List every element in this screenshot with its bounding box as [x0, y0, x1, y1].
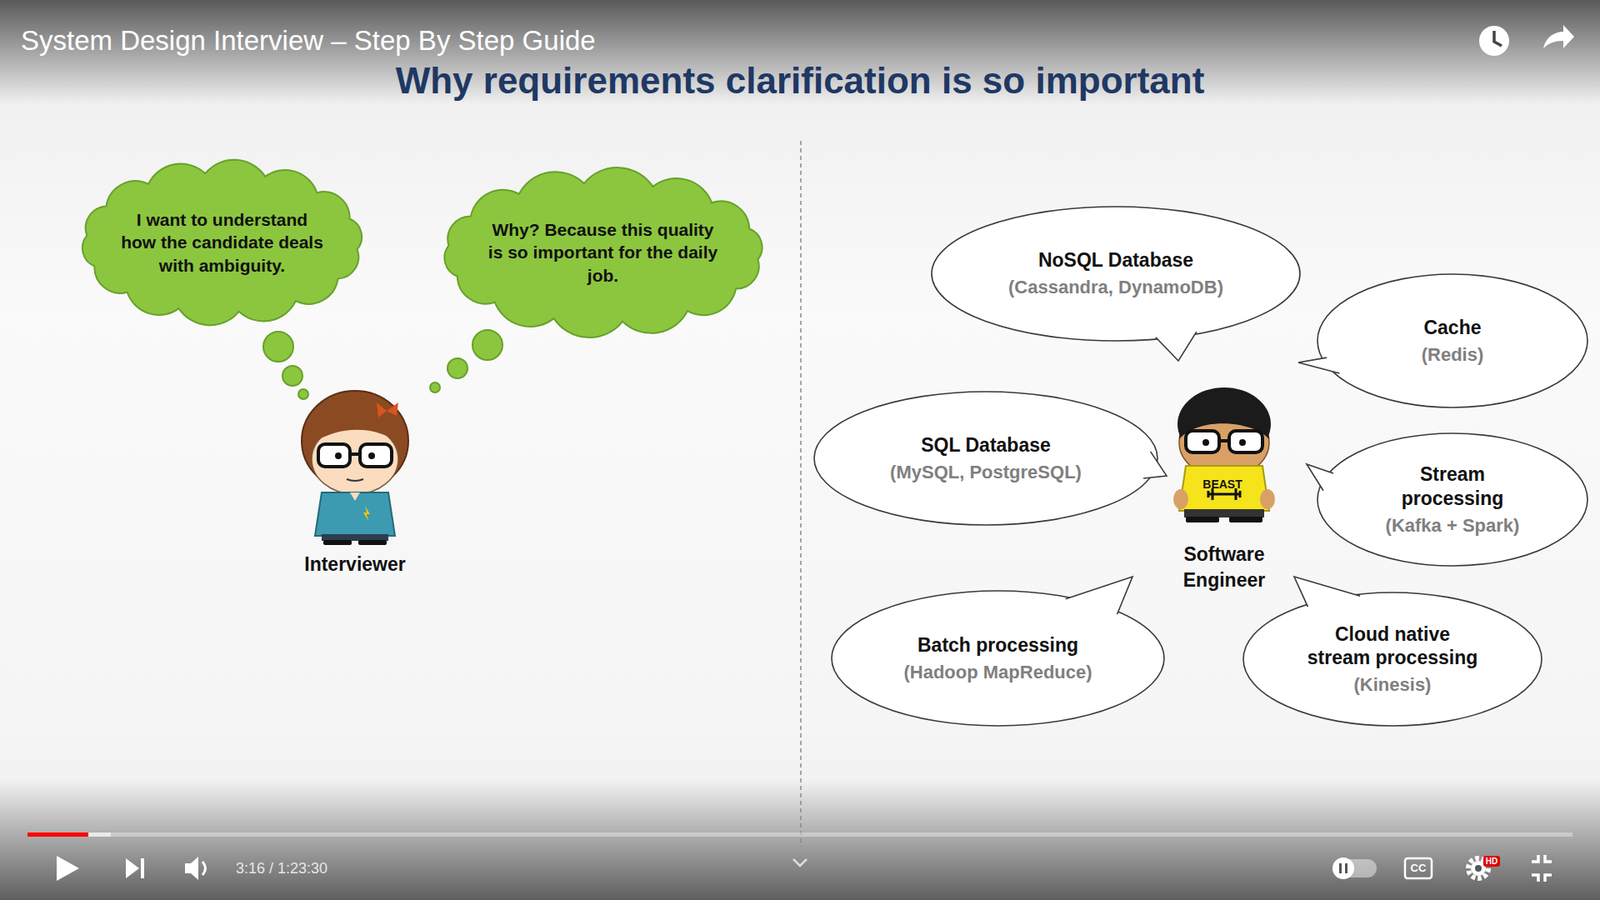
- node-content: Batch processing(Hadoop MapReduce): [830, 590, 1165, 727]
- node-heading: SQL Database: [920, 433, 1051, 458]
- engineer-figure: [1173, 387, 1275, 523]
- node-heading: Stream processing: [1390, 462, 1515, 511]
- speech-bubble: Batch processing(Hadoop MapReduce): [830, 590, 1165, 727]
- bubble-shape: [1317, 433, 1588, 566]
- hd-badge: HD: [1483, 855, 1500, 867]
- bubble-tail: [1298, 357, 1340, 374]
- slide-title: Why requirements clarification is so imp…: [395, 60, 1205, 102]
- time-display: 3:16 / 1:23:30: [235, 860, 328, 878]
- bubble-outline: [1316, 273, 1589, 409]
- video-title: System Design Interview – Step By Step G…: [20, 25, 596, 57]
- bubble-shape: [814, 391, 1158, 525]
- cloud-shape: [444, 167, 762, 338]
- node-detail: (Redis): [1421, 343, 1485, 367]
- node-content: NoSQL Database(Cassandra, DynamoDB): [930, 205, 1301, 342]
- speech-bubble: NoSQL Database(Cassandra, DynamoDB): [930, 205, 1301, 342]
- node-heading: Cloud native stream processing: [1303, 622, 1483, 671]
- node-content: Cloud native stream processing(Kinesis): [1242, 591, 1543, 727]
- thought-cloud: Why? Because this quality is so importan…: [428, 163, 779, 342]
- node-content: SQL Database(MySQL, PostgreSQL): [813, 390, 1159, 526]
- node-detail: (MySQL, PostgreSQL): [890, 460, 1082, 485]
- bubble-tail: [1155, 331, 1197, 361]
- node-content: Cache (Redis): [1316, 273, 1589, 409]
- thought-cloud: I want to understand how the candidate d…: [66, 153, 378, 332]
- cloud-shape: [82, 160, 362, 326]
- bubble-tail: [1294, 576, 1360, 607]
- node-heading: Cache: [1423, 315, 1481, 340]
- player-icons: [27, 25, 1575, 882]
- bubble-shape: [931, 206, 1300, 341]
- bubble-shape: [1317, 274, 1588, 408]
- node-detail: (Kinesis): [1354, 673, 1432, 697]
- node-heading: Batch processing: [917, 633, 1079, 658]
- interviewer-figure: [301, 390, 409, 545]
- node-content: Stream processing (Kafka + Spark): [1316, 432, 1589, 567]
- bubble-outline: [930, 205, 1301, 342]
- node-heading: Why? Because this quality is so importan…: [484, 218, 722, 287]
- node-detail: (Kafka + Spark): [1385, 514, 1520, 538]
- character-name: Software Engineer: [1170, 541, 1279, 594]
- bubble-outline: [830, 590, 1165, 727]
- thought-dots: [263, 330, 503, 400]
- bubble-outline: [813, 390, 1159, 526]
- divider-line: [800, 140, 802, 847]
- bubble-tail: [1306, 464, 1334, 491]
- speech-bubble: Cache (Redis): [1316, 273, 1589, 409]
- speech-bubble: Stream processing (Kafka + Spark): [1316, 432, 1589, 567]
- cc-button: CC: [1410, 861, 1427, 875]
- bottom-overlay: [0, 779, 1600, 900]
- character-name: Interviewer: [304, 553, 405, 576]
- speech-bubble: Cloud native stream processing(Kinesis): [1242, 591, 1543, 727]
- node-heading: NoSQL Database: [1038, 248, 1194, 273]
- node-content: Why? Because this quality is so importan…: [428, 163, 779, 342]
- node-detail: (Hadoop MapReduce): [903, 660, 1092, 685]
- bubble-shape: [1243, 592, 1542, 726]
- node-detail: (Cassandra, DynamoDB): [1008, 275, 1224, 300]
- speech-bubble: SQL Database(MySQL, PostgreSQL): [813, 390, 1159, 526]
- bubble-tail: [1065, 576, 1133, 615]
- shirt-text: BEAST: [1202, 477, 1242, 491]
- bubble-tail: [1143, 451, 1167, 479]
- node-heading: I want to understand how the candidate d…: [118, 208, 327, 277]
- node-content: I want to understand how the candidate d…: [66, 153, 378, 332]
